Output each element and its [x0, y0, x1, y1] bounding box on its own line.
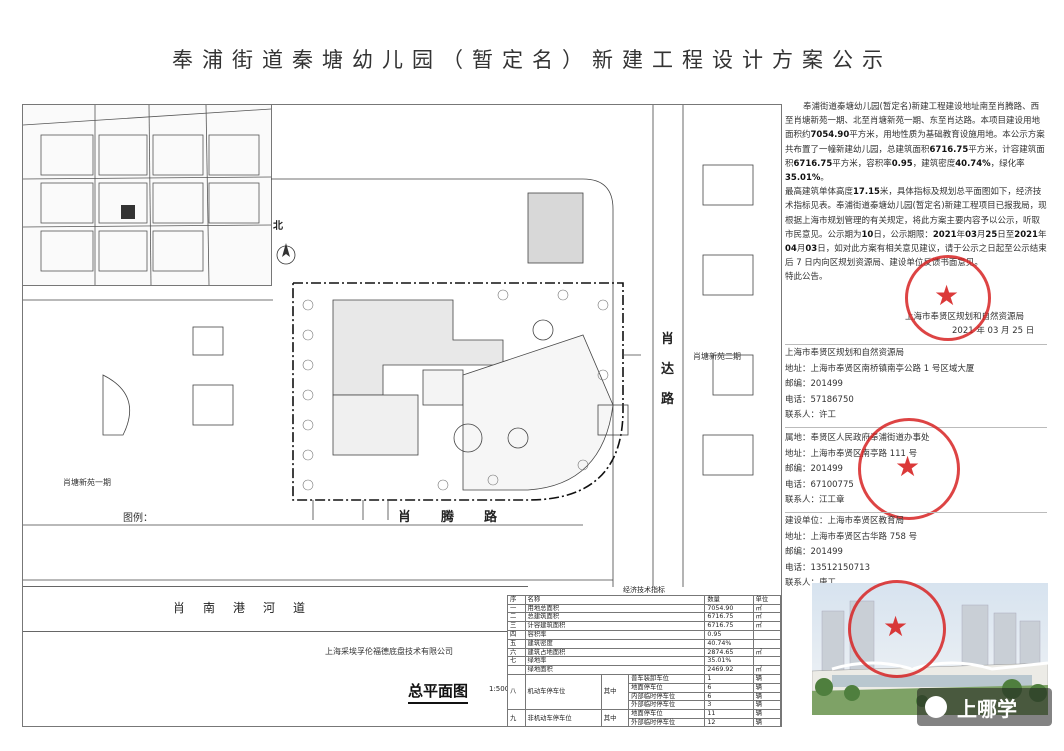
site-marker: [121, 205, 135, 219]
road-east-label: 肖达路: [661, 332, 675, 407]
stats-caption: 经济技术指标: [623, 586, 665, 594]
north-left-label: 肖塘新苑一期: [63, 478, 111, 487]
watermark-text: 上哪学: [957, 697, 1017, 721]
watermark-badge: 上哪学: [917, 688, 1052, 726]
contact-block-2: 属地：奉贤区人民政府奉浦街道办事处 地址：上海市奉贤区南亭路 111 号 邮编：…: [785, 433, 930, 505]
wechat-icon: [925, 696, 947, 718]
contact-block-3: 建设单位：上海市奉贤区教育局 地址：上海市奉贤区古华路 758 号 邮编：201…: [785, 516, 918, 588]
legend-label: 图例：: [123, 513, 153, 524]
north-right-label: 肖塘新苑二期: [693, 352, 741, 361]
stats-header: 序 名称 数量 单位: [507, 594, 781, 605]
notice-text: 奉浦街道秦塘幼儿园(暂定名)新建工程建设地址南至肖腾路、西至肖塘新苑一期、北至肖…: [785, 102, 1047, 283]
official-seal-1: ★: [905, 255, 991, 341]
site-plan-drawing: [23, 105, 754, 726]
seal-star-icon: ★: [895, 450, 921, 483]
seal-star-icon: ★: [934, 279, 960, 312]
location-map: [23, 105, 272, 286]
notice-sign-date: 2021 年 03 月 25 日: [952, 326, 1035, 336]
page-title: 奉浦街道秦塘幼儿园（暂定名）新建工程设计方案公示: [172, 48, 892, 72]
contact-block-1: 上海市奉贤区规划和自然资源局 地址：上海市奉贤区南桥镇南亭公路 1 号区域大厦 …: [785, 348, 975, 420]
seal-star-icon: ★: [883, 610, 909, 643]
site-plan-sheet: 北 肖塘新苑一期 肖塘新苑二期 图例： 肖腾路 肖达路 肖南港河道 上海采埃孚伦…: [22, 104, 782, 727]
company-label: 上海采埃孚伦福德底盘技术有限公司: [325, 647, 453, 656]
plan-title: 总平面图: [408, 680, 469, 704]
divider: [785, 344, 1047, 345]
plan-scale: 1:500: [489, 685, 510, 693]
official-seal-3: ★: [848, 580, 946, 678]
location-map-inset: [23, 105, 272, 286]
divider: [785, 512, 1047, 513]
river: 肖南港河道: [23, 586, 528, 632]
road-south-label: 肖腾路: [398, 510, 528, 525]
river-label: 肖南港河道: [173, 601, 324, 615]
official-seal-2: ★: [858, 418, 960, 520]
north-label: 北: [273, 221, 283, 232]
north-arrow-icon: [276, 243, 296, 265]
